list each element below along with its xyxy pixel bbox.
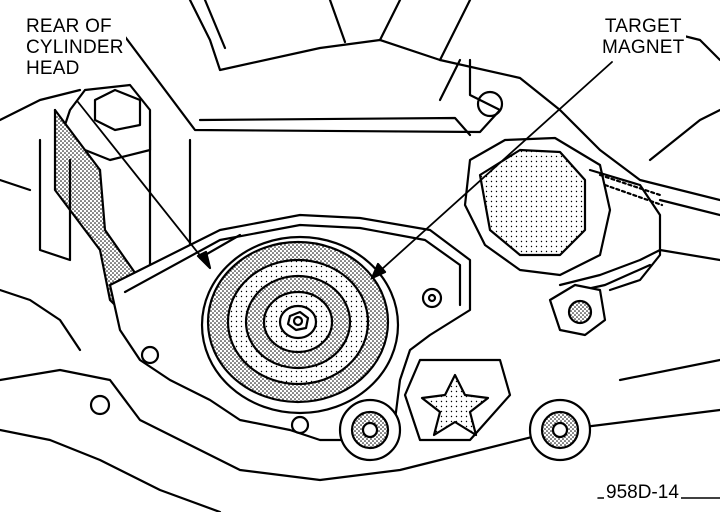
hose-and-clamp (463, 136, 720, 337)
figure-number: 958D-14 (604, 482, 681, 504)
arrowhead-rear (196, 250, 212, 270)
lower-casting (0, 288, 720, 512)
label-target-line-2: MAGNET (602, 37, 685, 58)
leader-rear-of-cylinder-head (77, 101, 211, 269)
label-target-magnet: TARGET MAGNET (600, 16, 687, 58)
arrowhead-target (370, 262, 387, 280)
leader-target-magnet (371, 61, 613, 279)
label-rear-line-2: CYLINDER (26, 37, 124, 58)
label-rear-line-1: REAR OF (26, 16, 112, 37)
label-rear-of-cylinder-head: REAR OF CYLINDER HEAD (24, 16, 126, 79)
label-target-line-1: TARGET (604, 16, 682, 37)
label-rear-line-3: HEAD (26, 58, 80, 79)
target-magnet-disk (200, 235, 400, 415)
